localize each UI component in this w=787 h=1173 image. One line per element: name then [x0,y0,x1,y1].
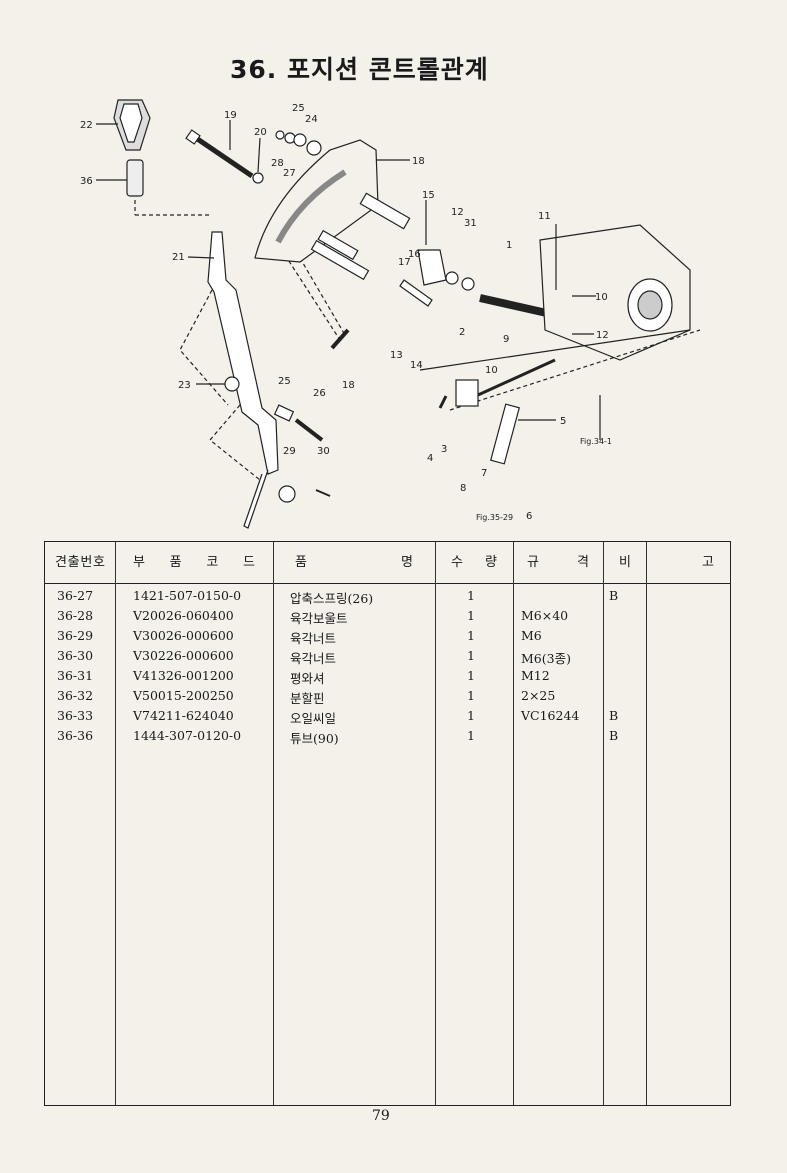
callout-label: 22 [80,120,93,131]
figure-reference: Fig.34-1 [580,437,612,446]
table-row: 36-32 V50015-200250 분할핀 1 2×25 [57,688,556,706]
callout-label: 26 [313,388,326,399]
callout-label: 1 [506,240,512,251]
callout-label: 12 [451,207,464,218]
table-row: 36-30 V30226-000600 육각너트 1 M6(3종) [57,648,571,666]
table-row: 36-29 V30026-000600 육각너트 1 M6 [57,628,542,646]
callout-label: 20 [254,127,267,138]
callout-label: 17 [398,257,411,268]
callout-label: 10 [595,292,608,303]
callout-label: 5 [560,416,566,427]
callout-label: 23 [178,380,191,391]
callout-label: 18 [342,380,355,391]
callout-label: 29 [283,446,296,457]
callout-label: 9 [503,334,509,345]
callout-label: 8 [460,483,466,494]
callout-label: 27 [283,168,296,179]
table-row: 36-31 V41326-001200 평와셔 1 M12 [57,668,550,686]
callout-label: 4 [427,453,433,464]
callout-label: 7 [481,468,487,479]
page-title: 36. 포지션 콘트롤관계 [230,55,489,84]
callout-label: 25 [278,376,291,387]
callout-label: 2 [459,327,465,338]
callout-label: 36 [80,176,93,187]
callout-label: 10 [485,365,498,376]
page-number: 79 [372,1108,390,1124]
callout-label: 31 [464,218,477,229]
tube [126,159,144,197]
callout-label: 25 [292,103,305,114]
callout-label: 18 [412,156,425,167]
table-row: 36-33 V74211-624040 오일씨일 1 VC16244 B [57,708,619,726]
callout-label: 6 [526,511,532,522]
table-row: 36-27 1421-507-0150-0 압축스프링(26) 1 B [57,588,619,606]
position-lever [207,231,279,475]
table-row: 36-28 V20026-060400 육각보울트 1 M6×40 [57,608,569,626]
callout-label: 11 [538,211,551,222]
figure-reference: Fig.35-29 [476,513,513,522]
callout-label: 21 [172,252,185,263]
callout-label: 12 [596,330,609,341]
table-row: 36-36 1444-307-0120-0 튜브(90) 1 B [57,728,619,746]
callout-label: 24 [305,114,318,125]
callout-label: 28 [271,158,284,169]
callout-label: 3 [441,444,447,455]
callout-label: 15 [422,190,435,201]
callout-label: 19 [224,110,237,121]
callout-label: 30 [317,446,330,457]
callout-label: 14 [410,360,423,371]
callout-label: 16 [408,249,421,260]
callout-label: 13 [390,350,403,361]
callout-labels: 22 36 21 23 19 20 25 24 28 27 18 15 12 3… [80,103,612,522]
parts-diagram: 22 36 21 23 19 20 25 24 28 27 18 15 12 3… [80,99,701,529]
